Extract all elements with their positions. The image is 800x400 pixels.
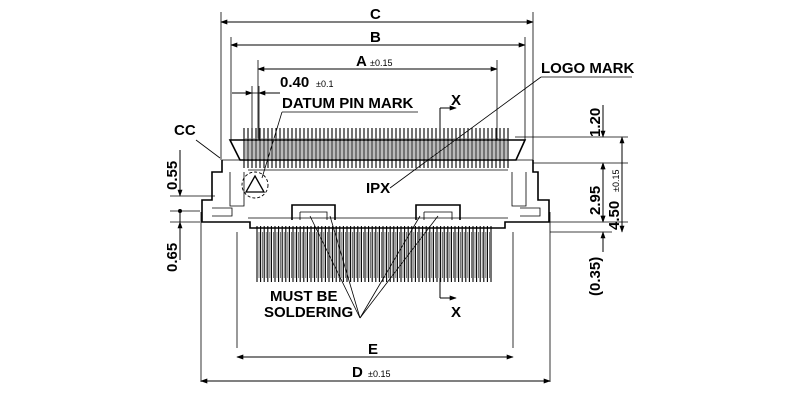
cc-callout: CC bbox=[174, 122, 221, 159]
svg-text:0.40: 0.40 bbox=[280, 74, 309, 91]
dimension-2-95: 2.95 bbox=[587, 162, 606, 223]
dimension-0-55: 0.55 bbox=[164, 150, 183, 222]
logo-mark-callout: LOGO MARK bbox=[389, 60, 634, 189]
svg-text:LOGO MARK: LOGO MARK bbox=[541, 60, 634, 77]
dimension-pitch: 0.40 ±0.1 bbox=[232, 74, 333, 140]
soldering-callout: MUST BE SOLDERING bbox=[264, 215, 439, 321]
svg-text:X: X bbox=[451, 92, 461, 109]
svg-text:0.55: 0.55 bbox=[164, 161, 181, 190]
svg-text:±0.1: ±0.1 bbox=[316, 79, 333, 89]
svg-text:±0.15: ±0.15 bbox=[611, 170, 621, 192]
svg-text:D: D bbox=[352, 364, 363, 381]
svg-text:±0.15: ±0.15 bbox=[368, 369, 390, 379]
svg-text:1.20: 1.20 bbox=[587, 108, 604, 137]
svg-text:CC: CC bbox=[174, 122, 196, 139]
left-extension-lines bbox=[170, 195, 215, 223]
logo-text: IPX bbox=[366, 180, 390, 197]
dimension-e: E bbox=[236, 341, 514, 360]
dimension-a: A ±0.15 bbox=[257, 53, 498, 72]
solder-tab-left bbox=[291, 204, 336, 220]
solder-tab-right bbox=[415, 204, 461, 220]
dimension-1-20: 1.20 bbox=[587, 105, 606, 195]
svg-text:MUST BE: MUST BE bbox=[270, 288, 338, 305]
dimension-0-65: 0.65 bbox=[164, 221, 183, 272]
svg-text:4.50: 4.50 bbox=[606, 201, 623, 230]
extension-lines bbox=[200, 12, 551, 382]
dimension-4-50: 4.50 ±0.15 bbox=[606, 136, 625, 233]
section-x-bottom: X bbox=[439, 278, 461, 321]
dimension-d: D ±0.15 bbox=[200, 364, 551, 384]
svg-text:C: C bbox=[370, 6, 381, 23]
svg-text:±0.15: ±0.15 bbox=[370, 58, 392, 68]
svg-text:(0.35): (0.35) bbox=[587, 257, 604, 296]
svg-text:DATUM PIN MARK: DATUM PIN MARK bbox=[282, 95, 414, 112]
bottom-pin-row bbox=[256, 226, 492, 282]
svg-text:B: B bbox=[370, 29, 381, 46]
svg-text:E: E bbox=[368, 341, 378, 358]
datum-pin-mark-icon bbox=[241, 171, 269, 199]
dimension-b: B bbox=[230, 29, 526, 48]
dimension-0-35: (0.35) bbox=[587, 200, 606, 296]
dimension-c: C bbox=[220, 6, 534, 25]
datum-pin-mark-callout: DATUM PIN MARK bbox=[261, 95, 418, 179]
svg-text:X: X bbox=[451, 304, 461, 321]
svg-text:SOLDERING: SOLDERING bbox=[264, 304, 353, 321]
svg-text:2.95: 2.95 bbox=[587, 186, 604, 215]
section-x-top: X bbox=[439, 92, 461, 136]
svg-text:A: A bbox=[356, 53, 367, 70]
top-pin-row bbox=[243, 128, 509, 168]
svg-text:0.65: 0.65 bbox=[164, 243, 181, 272]
